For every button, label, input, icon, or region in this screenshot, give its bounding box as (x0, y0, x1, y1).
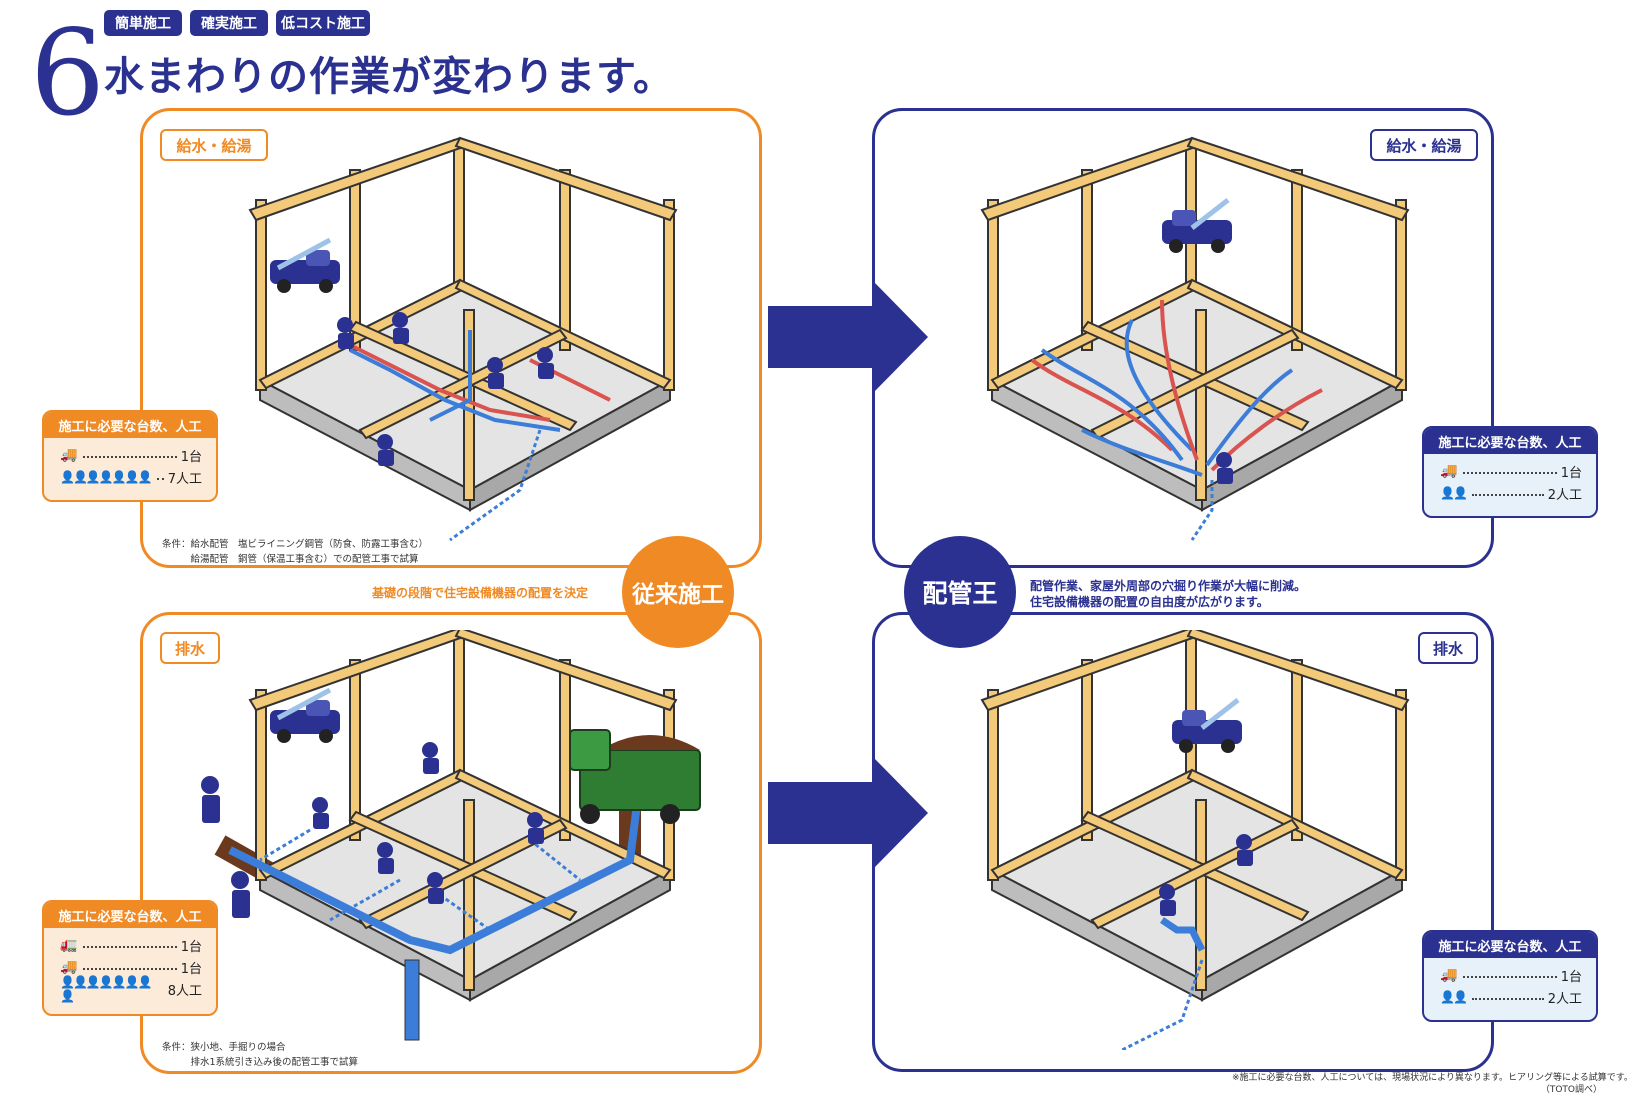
house-illustration-haikanou-drain (980, 630, 1410, 1050)
requirement-value: 1台 (180, 939, 202, 955)
requirements-box-haikanou-supply: 施工に必要な台数、人工 🚚 1台 👤👤 2人工 (1422, 426, 1598, 518)
requirement-row-truck: 🚚 1台 (1424, 964, 1596, 986)
haikanou-caption: 配管作業、家屋外周部の穴掘り作業が大幅に削減。 住宅設備機器の配置の自由度が広が… (1030, 579, 1307, 609)
arrow-right-icon (768, 282, 928, 392)
conventional-badge: 従来施工 (622, 536, 734, 648)
requirements-title: 施工に必要な台数、人工 (44, 902, 216, 928)
requirement-row-truck: 🚚 1台 (44, 444, 216, 466)
truck-icon: 🚚 (60, 447, 78, 463)
requirements-title: 施工に必要な台数、人工 (1424, 428, 1596, 454)
requirement-value: 1台 (1560, 465, 1582, 481)
chip-haikanou-drain: 排水 (1418, 632, 1478, 664)
truck-icon: 🚚 (1440, 463, 1458, 479)
requirement-value: 2人工 (1547, 991, 1582, 1007)
requirement-value: 1台 (1560, 969, 1582, 985)
house-illustration-haikanou-supply (980, 136, 1410, 541)
requirements-box-conventional-supply: 施工に必要な台数、人工 🚚 1台 👤👤👤👤👤👤👤 7人工 (42, 410, 218, 502)
section-number: 6 (30, 4, 106, 142)
requirement-row-workers: 👤👤👤👤👤👤👤 7人工 (44, 466, 216, 488)
arrow-right-icon (768, 758, 928, 868)
requirement-row-workers: 👤👤👤👤👤👤👤👤 8人工 (44, 975, 216, 1003)
truck-icon: 🚚 (1440, 967, 1458, 983)
condition-note-supply: 条件：給水配管 塩ビライニング鋼管（防食、防露工事含む） 給湯配管 銅管（保温工… (162, 539, 429, 565)
workers-icon: 👤👤 (1440, 990, 1468, 1004)
requirement-value: 2人工 (1547, 487, 1582, 503)
house-illustration-conventional-supply (248, 136, 678, 542)
requirement-row-truck: 🚚 1台 (1424, 460, 1596, 482)
dump-truck-icon: 🚛 (60, 937, 78, 953)
requirements-title: 施工に必要な台数、人工 (1424, 932, 1596, 958)
workers-icon: 👤👤👤👤👤👤👤👤 (60, 975, 153, 1003)
tag-reliable: 確実施工 (190, 10, 268, 36)
condition-note-drain: 条件：狭小地、手掘りの場合 排水1系統引き込み後の配管工事で試算 (162, 1042, 359, 1068)
requirement-row-workers: 👤👤 2人工 (1424, 986, 1596, 1008)
requirement-value: 7人工 (167, 471, 202, 487)
workers-icon: 👤👤 (1440, 486, 1468, 500)
workers-icon: 👤👤👤👤👤👤👤 (60, 470, 153, 484)
requirement-row-truck: 🚚 1台 (44, 956, 216, 978)
requirement-value: 1台 (180, 961, 202, 977)
requirement-value: 1台 (180, 449, 202, 465)
chip-conventional-drain: 排水 (160, 632, 220, 664)
truck-icon: 🚚 (60, 959, 78, 975)
chip-haikanou-supply: 給水・給湯 (1370, 129, 1478, 161)
tag-low-cost: 低コスト施工 (276, 10, 370, 36)
conventional-caption: 基礎の段階で住宅設備機器の配置を決定 (372, 586, 589, 600)
tag-easy: 簡単施工 (104, 10, 182, 36)
requirements-title: 施工に必要な台数、人工 (44, 412, 216, 438)
haikanou-badge: 配管王 (904, 536, 1016, 648)
footnote: ※施工に必要な台数、人工については、現場状況により異なります。ヒアリング等による… (1232, 1073, 1633, 1095)
requirement-row-workers: 👤👤 2人工 (1424, 482, 1596, 504)
page-title: 水まわりの作業が変わります。 (104, 54, 674, 100)
house-illustration-conventional-drain (201, 630, 701, 1041)
requirement-row-dump-truck: 🚛 1台 (44, 934, 216, 956)
requirements-box-conventional-drain: 施工に必要な台数、人工 🚛 1台 🚚 1台 👤👤👤👤👤👤👤👤 8人工 (42, 900, 218, 1016)
requirement-value: 8人工 (167, 983, 202, 999)
chip-conventional-supply: 給水・給湯 (160, 129, 268, 161)
requirements-box-haikanou-drain: 施工に必要な台数、人工 🚚 1台 👤👤 2人工 (1422, 930, 1598, 1022)
